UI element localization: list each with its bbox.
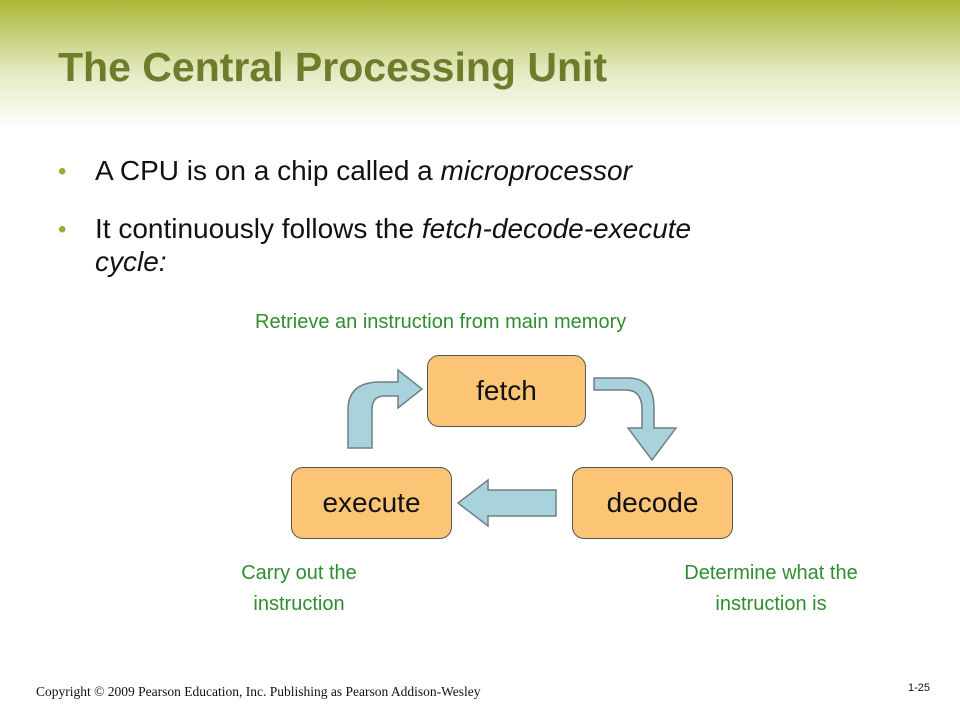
- page-number: 1-25: [908, 682, 931, 694]
- bullet-item: • It continuously follows the fetch-deco…: [58, 212, 918, 278]
- decode-caption-line: instruction is: [715, 593, 827, 615]
- bullet-dot-icon: •: [58, 216, 67, 243]
- bullet-dot-icon: •: [58, 158, 67, 185]
- bullet-text: A CPU is on a chip called a: [95, 155, 441, 186]
- fetch-caption: Retrieve an instruction from main memory: [255, 311, 627, 333]
- bullet-item: • A CPU is on a chip called a microproce…: [58, 154, 918, 187]
- bullet-italic-term-continued: cycle:: [95, 246, 167, 277]
- bullet-italic-term: fetch-decode-execute: [421, 213, 692, 244]
- execute-caption: Carry out the instruction: [204, 558, 394, 620]
- bullet-list: • A CPU is on a chip called a microproce…: [58, 154, 918, 303]
- decode-box: decode: [572, 467, 733, 539]
- execute-caption-line: Carry out the: [241, 562, 357, 584]
- decode-caption-line: Determine what the: [684, 562, 858, 584]
- arrow-fetch-to-decode-icon: [593, 377, 678, 462]
- execute-box: execute: [291, 467, 452, 539]
- page-title: The Central Processing Unit: [58, 44, 608, 90]
- execute-caption-line: instruction: [253, 593, 345, 615]
- arrow-decode-to-execute-icon: [456, 478, 557, 528]
- bullet-text: It continuously follows the: [95, 213, 422, 244]
- copyright-footer: Copyright © 2009 Pearson Education, Inc.…: [36, 684, 481, 699]
- title-band: [0, 0, 960, 135]
- fetch-box: fetch: [427, 355, 586, 427]
- arrow-execute-to-fetch-icon: [347, 368, 424, 449]
- decode-caption: Determine what the instruction is: [648, 558, 894, 620]
- bullet-italic-term: microprocessor: [440, 155, 632, 186]
